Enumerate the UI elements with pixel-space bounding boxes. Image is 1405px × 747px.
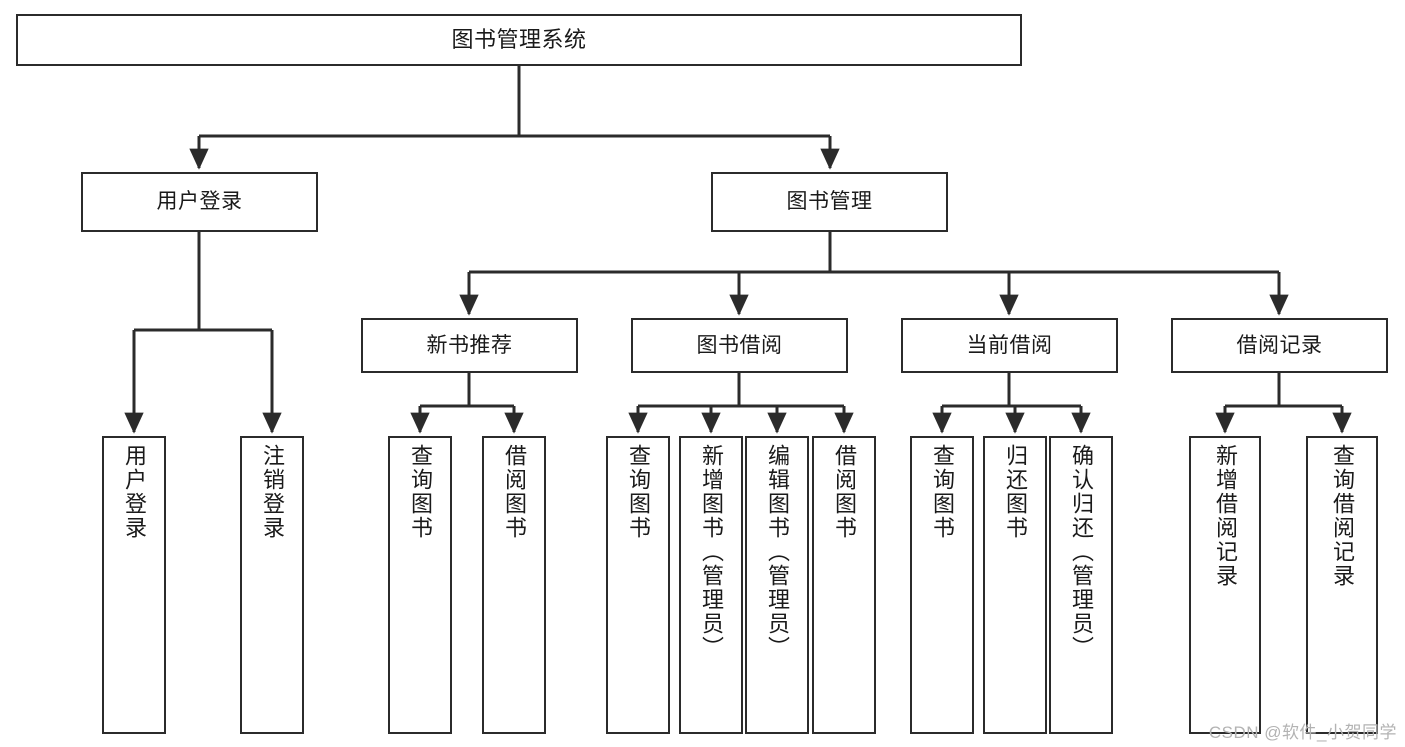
node-leaf-borrow-book-2-label: 借阅图书 [832,444,857,540]
node-current-borrow[interactable]: 当前借阅 [901,318,1118,373]
node-leaf-query-book-1[interactable]: 查询图书 [388,436,452,734]
node-new-book-recommend-label: 新书推荐 [426,333,513,357]
node-new-book-recommend[interactable]: 新书推荐 [361,318,578,373]
node-leaf-confirm-return-admin[interactable]: 确认归还（管理员） [1049,436,1113,734]
node-user-login-label: 用户登录 [156,190,243,214]
node-leaf-query-book-3-label: 查询图书 [930,444,955,540]
node-leaf-edit-book-admin-label: 编辑图书（管理员） [765,444,790,660]
node-root[interactable]: 图书管理系统 [16,14,1022,66]
node-current-borrow-label: 当前借阅 [966,333,1053,357]
node-leaf-user-login[interactable]: 用户登录 [102,436,166,734]
node-leaf-query-book-1-label: 查询图书 [408,444,433,540]
node-book-manage[interactable]: 图书管理 [711,172,948,232]
node-leaf-query-borrow-record-label: 查询借阅记录 [1330,444,1355,588]
csdn-watermark: CSDN @软件_小贺同学 [1208,723,1397,742]
node-leaf-return-book[interactable]: 归还图书 [983,436,1047,734]
node-leaf-logout-login[interactable]: 注销登录 [240,436,304,734]
node-book-manage-label: 图书管理 [786,190,873,214]
node-leaf-query-book-3[interactable]: 查询图书 [910,436,974,734]
node-leaf-borrow-book-1-label: 借阅图书 [502,444,527,540]
node-leaf-add-book-admin-label: 新增图书（管理员） [699,444,724,660]
node-leaf-return-book-label: 归还图书 [1003,444,1028,540]
node-borrow-record-label: 借阅记录 [1236,333,1323,357]
node-leaf-query-book-2-label: 查询图书 [626,444,651,540]
node-leaf-logout-login-label: 注销登录 [260,444,285,540]
node-leaf-borrow-book-1[interactable]: 借阅图书 [482,436,546,734]
node-leaf-edit-book-admin[interactable]: 编辑图书（管理员） [745,436,809,734]
node-root-label: 图书管理系统 [451,26,587,52]
node-book-borrow-label: 图书借阅 [696,333,783,357]
node-leaf-borrow-book-2[interactable]: 借阅图书 [812,436,876,734]
node-leaf-query-borrow-record[interactable]: 查询借阅记录 [1306,436,1378,734]
node-leaf-user-login-label: 用户登录 [122,444,147,540]
node-leaf-add-book-admin[interactable]: 新增图书（管理员） [679,436,743,734]
node-leaf-confirm-return-admin-label: 确认归还（管理员） [1069,444,1094,660]
node-book-borrow[interactable]: 图书借阅 [631,318,848,373]
node-leaf-add-borrow-record[interactable]: 新增借阅记录 [1189,436,1261,734]
node-leaf-add-borrow-record-label: 新增借阅记录 [1213,444,1238,588]
node-borrow-record[interactable]: 借阅记录 [1171,318,1388,373]
node-leaf-query-book-2[interactable]: 查询图书 [606,436,670,734]
node-user-login[interactable]: 用户登录 [81,172,318,232]
